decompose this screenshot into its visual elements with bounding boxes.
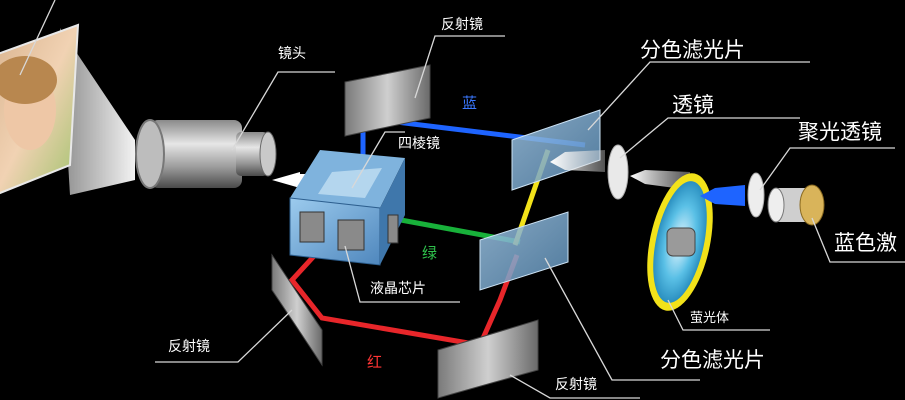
prism-cube bbox=[289, 150, 405, 266]
condenser-label: 透镜 bbox=[672, 93, 714, 117]
mirror-left-label: 反射镜 bbox=[168, 339, 210, 355]
projection-lens bbox=[135, 119, 277, 189]
focus-lens-label: 聚光透镜 bbox=[798, 120, 882, 144]
dichroic-filter-top bbox=[511, 109, 601, 191]
dichroic-filter-bottom bbox=[479, 211, 569, 291]
laser-source bbox=[767, 184, 825, 226]
dichroic-bottom-label: 分色滤光片 bbox=[660, 348, 765, 372]
dichroic-top-label: 分色滤光片 bbox=[640, 38, 745, 62]
light-cone bbox=[60, 28, 135, 195]
phosphor-label: 萤光体 bbox=[690, 311, 730, 326]
mirror-bottom-label: 反射镜 bbox=[555, 377, 597, 393]
leader-lines bbox=[19, 0, 905, 399]
white-light-arrow-1 bbox=[550, 150, 605, 172]
green-beam-label: 绿 bbox=[422, 244, 438, 262]
prism-label: 四棱镜 bbox=[398, 136, 440, 152]
mirror-top bbox=[344, 64, 431, 137]
mirror-top-label: 反射镜 bbox=[441, 17, 483, 33]
red-beam-label: 红 bbox=[367, 353, 383, 371]
lcd-chip-label: 液晶芯片 bbox=[370, 281, 426, 297]
focus-lens bbox=[747, 172, 765, 218]
blue-laser-label: 蓝色激 bbox=[834, 231, 897, 255]
mirror-left bbox=[271, 253, 323, 367]
blue-laser-arrow bbox=[700, 185, 745, 206]
blue-beam-label: 蓝 bbox=[462, 94, 478, 112]
output-arrow bbox=[272, 172, 300, 188]
condenser-lens bbox=[607, 144, 629, 200]
mirror-bottom bbox=[437, 319, 539, 399]
lens-label: 镜头 bbox=[278, 46, 306, 62]
phosphor-wheel bbox=[647, 173, 713, 311]
hair-shape bbox=[0, 56, 57, 104]
